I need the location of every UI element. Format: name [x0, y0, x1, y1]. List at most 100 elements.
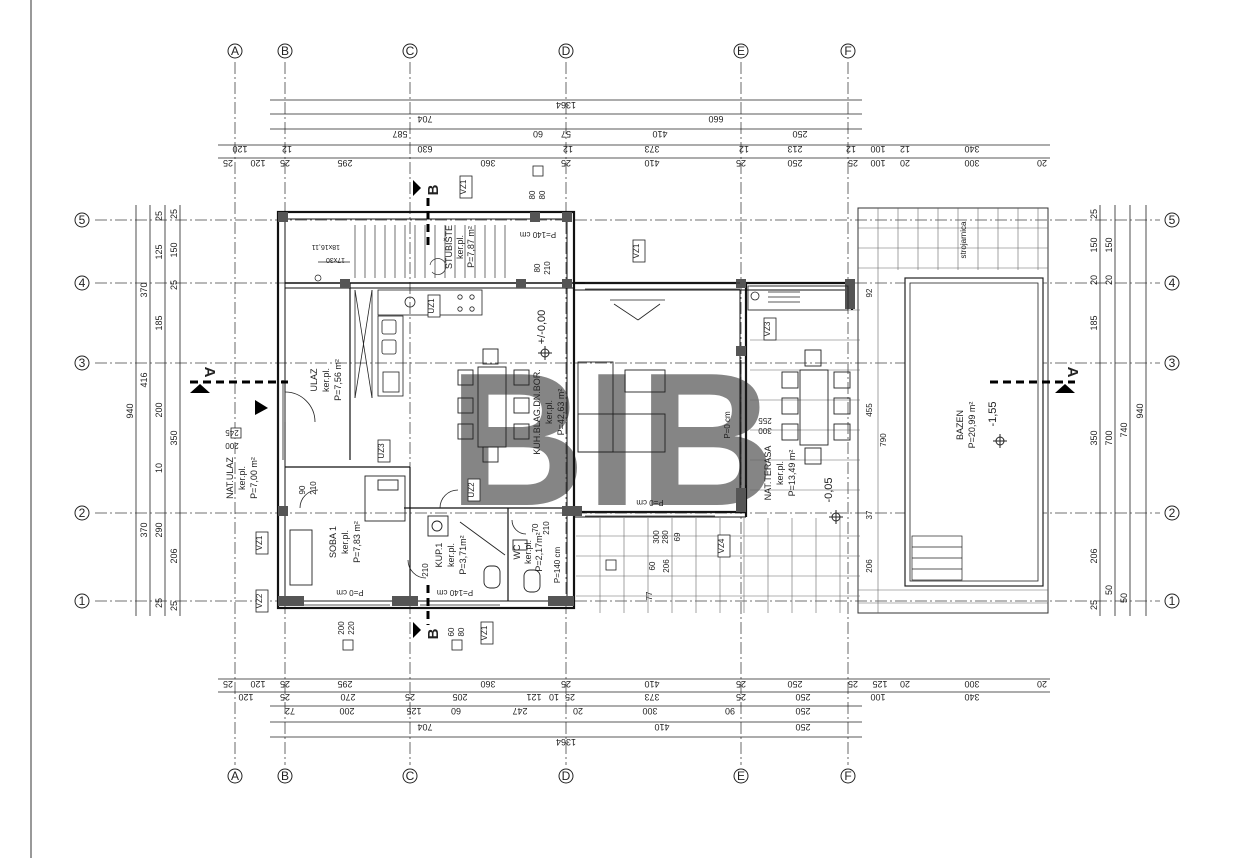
dim-bot-r1-120: 120	[250, 679, 265, 689]
dim-top-r5-250: 250	[787, 158, 802, 168]
room-floor-stairs: ker.pl.	[455, 235, 465, 259]
room-floor-wc: ker.pl.	[523, 540, 533, 564]
tag-vz3: VZ3	[763, 321, 772, 336]
room-area-bathroom: P=3,71m²	[458, 535, 468, 574]
dim-bot-r2-373: 373	[644, 692, 659, 702]
watermark: BIB	[448, 334, 775, 546]
dim-top-704: 704	[417, 114, 432, 124]
dim-note-77: 77	[645, 591, 654, 600]
room-name-entrance: ULAZ	[309, 368, 319, 392]
dim-bot-r4-704: 704	[417, 722, 432, 732]
dim-note-80a: 80	[528, 190, 537, 199]
dimension-lines-right	[1099, 205, 1147, 616]
dim-left-in2-25b2: 25	[169, 601, 179, 611]
dim-top-1364: 1364	[556, 100, 576, 110]
axis-label-3: 3	[79, 356, 86, 370]
axis-label-2-right: 2	[1169, 506, 1176, 520]
dim-note-37: 37	[865, 510, 874, 519]
dim-note-280: 280	[661, 530, 670, 544]
dim-top-12c: 12	[739, 144, 749, 154]
axis-label-5-right: 5	[1169, 213, 1176, 227]
axis-label-e: E	[737, 44, 745, 58]
dim-left-in2-150: 150	[169, 242, 179, 257]
dim-bot-r1-300: 300	[964, 679, 979, 689]
tag-vz1-bedroom: VZ1	[255, 535, 264, 550]
room-floor-entrance: ker.pl.	[321, 368, 331, 392]
stairs	[314, 225, 506, 282]
dim-top-12b: 12	[563, 144, 573, 154]
level-markers	[538, 346, 1007, 524]
dim-note-92: 92	[865, 288, 874, 297]
axis-label-b: B	[281, 44, 289, 58]
dim-note-210a: 210	[543, 261, 552, 275]
dim-left-in2-350: 350	[169, 430, 179, 445]
room-labels: STUBIŠTE ker.pl. P=7,87 m² ULAZ ker.pl. …	[225, 225, 977, 575]
room-area-terrace: P=13,49 m²	[787, 450, 797, 497]
dim-top-660: 660	[708, 114, 723, 124]
dim-note-245: 245	[225, 428, 239, 437]
note-p0-living: P=0 cm	[636, 498, 664, 507]
dim-bot-r2-10: 10	[549, 692, 559, 702]
axis-label-4: 4	[79, 276, 86, 290]
dim-top-12a: 12	[282, 144, 292, 154]
dim-right-350: 350	[1089, 430, 1099, 445]
dim-right-206: 206	[1089, 548, 1099, 563]
dim-left-in-25a: 25	[154, 211, 164, 221]
dim-note-70: 70	[531, 523, 540, 532]
dim-bot-r2-340: 340	[964, 692, 979, 702]
dim-bot-r3-20: 20	[573, 706, 583, 716]
dim-note-200b: 200	[337, 621, 346, 635]
dimension-text-left: 940 370 416 370 25 125 185 200 10 290 25…	[125, 209, 179, 611]
axis-bubbles-left: 5 4 3 2 1	[74, 212, 90, 609]
dim-bot-r1-20b: 20	[1037, 679, 1047, 689]
dim-top-100: 100	[870, 144, 885, 154]
dim-top-60: 60	[533, 129, 543, 139]
element-tags	[230, 165, 777, 651]
dim-bot-r2-270: 270	[340, 692, 355, 702]
pool-steps	[911, 535, 963, 581]
dim-note-210b: 210	[309, 481, 318, 495]
dim-right-25b: 25	[1089, 600, 1099, 610]
tag-uz1: UZ1	[427, 298, 436, 314]
dim-right-25a: 25	[1089, 209, 1099, 219]
tag-uz2: UZ2	[467, 482, 476, 498]
columns	[278, 212, 855, 606]
dim-bot-r1-25e: 25	[848, 679, 858, 689]
dim-left-in-290: 290	[154, 522, 164, 537]
dim-left-in-200: 200	[154, 402, 164, 417]
dim-top-120: 120	[232, 144, 247, 154]
axis-label-2: 2	[79, 506, 86, 520]
room-area-pool: P=20,99 m²	[967, 402, 977, 449]
dim-note-60b: 60	[648, 561, 657, 570]
axis-label-b-bottom: B	[281, 769, 289, 783]
dim-top-340: 340	[964, 144, 979, 154]
doors	[284, 391, 527, 579]
dim-bot-r2-25c: 25	[565, 692, 575, 702]
room-area-entrance: P=7,56 m²	[333, 359, 343, 401]
tag-vz4: VZ4	[717, 538, 726, 553]
axis-label-f: F	[844, 44, 851, 58]
axis-bubbles-bottom: A B C D E F	[227, 768, 856, 784]
dim-left-in2-25b: 25	[169, 280, 179, 290]
dim-top-12e: 12	[900, 144, 910, 154]
dim-bot-r2-25d: 25	[736, 692, 746, 702]
room-name-stairs: STUBIŠTE	[444, 225, 454, 269]
dim-note-200: 200	[225, 441, 239, 450]
dimension-text-bottom: 25 120 25 295 360 25 410 25 250 25 125 2…	[223, 679, 1047, 747]
dim-note-69: 69	[673, 532, 682, 541]
room-area-bedroom: P=7,83 m²	[352, 521, 362, 563]
bathroom-fixtures	[427, 515, 541, 593]
axis-label-5: 5	[79, 213, 86, 227]
axis-bubbles-top: A B C D E F	[227, 43, 856, 59]
dim-right-in2-20: 20	[1104, 275, 1114, 285]
section-label-b-bottom: B	[425, 628, 442, 639]
axis-label-c-bottom: C	[406, 769, 415, 783]
dim-top-250: 250	[792, 129, 807, 139]
dim-top-213: 213	[787, 144, 802, 154]
note-p0-terrace: P=0 cm	[723, 411, 732, 439]
room-floor-bathroom: ker.pl.	[446, 543, 456, 567]
bed	[289, 475, 406, 586]
axis-label-a: A	[231, 44, 239, 58]
dim-top-12d: 12	[846, 144, 856, 154]
room-name-wc: WC	[512, 544, 522, 559]
